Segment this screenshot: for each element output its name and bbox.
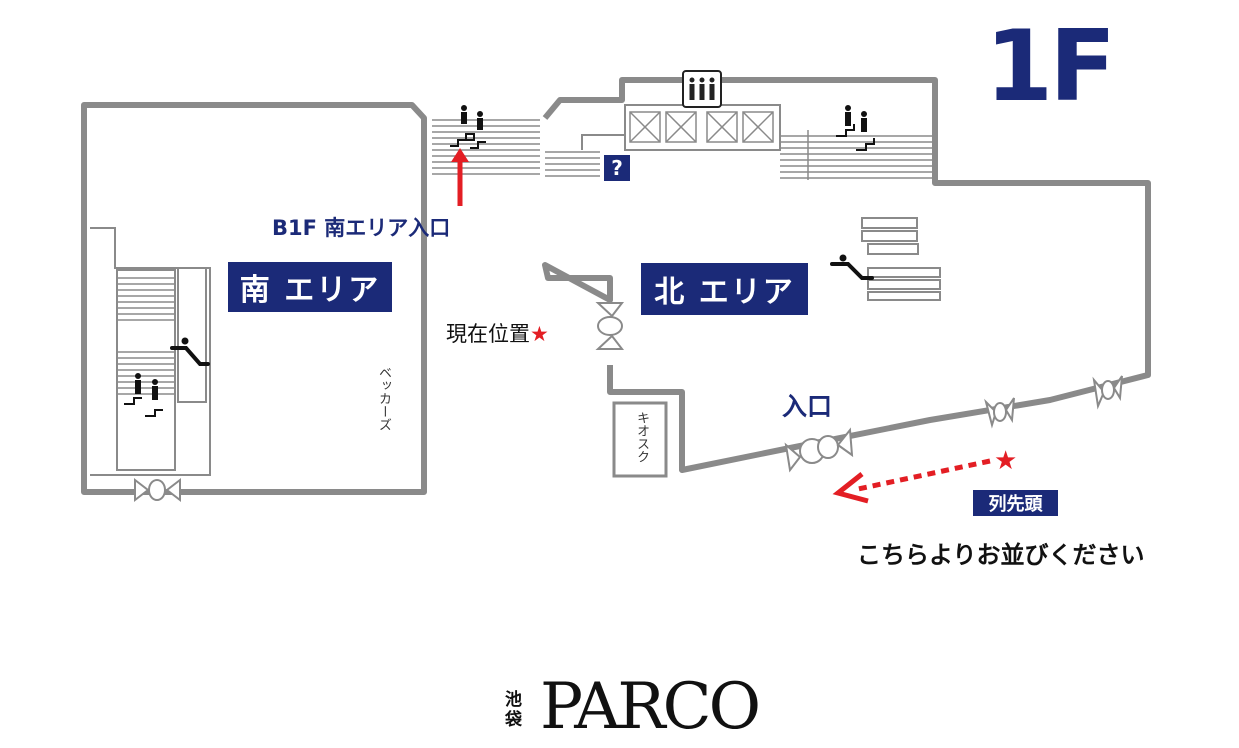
door-current xyxy=(595,302,625,350)
north-stairs-left xyxy=(545,151,600,177)
entrance-label: 入口 xyxy=(782,392,833,421)
kiosk-label: キオスク xyxy=(634,411,649,463)
b1f-arrow-icon xyxy=(451,148,469,206)
escalator-icon-north xyxy=(830,254,874,280)
south-area-outline xyxy=(81,102,427,495)
b1f-entrance-label: B1F 南エリア入口 xyxy=(272,216,451,240)
kiosk-box xyxy=(612,401,668,478)
queue-head-label: 列先頭 xyxy=(973,490,1058,516)
escalator-icon-south xyxy=(170,337,210,366)
logo-store-name: 池袋 xyxy=(505,690,522,730)
door-east-2 xyxy=(1092,375,1123,410)
door-east-1 xyxy=(984,397,1015,429)
floor-label: 1F xyxy=(985,10,1116,124)
north-area-label: 北 エリア xyxy=(641,263,808,315)
stairs-icon-north xyxy=(836,105,875,151)
connector-stairs xyxy=(432,119,540,175)
beckers-label: ベッカーズ xyxy=(376,366,391,431)
queue-star-icon: ★ xyxy=(994,446,1018,476)
info-icon xyxy=(604,155,630,181)
north-stairs-right xyxy=(780,130,932,180)
logo-brand: PARCO xyxy=(540,670,761,744)
south-stair-lines xyxy=(117,277,175,395)
stairs-icon-connector xyxy=(450,105,486,149)
south-stair-block xyxy=(90,227,211,476)
current-location-text: 現在位置 xyxy=(446,322,530,346)
south-area-label: 南 エリア xyxy=(228,262,392,312)
stairs-icon-south xyxy=(124,373,163,417)
queue-arrow-icon xyxy=(832,458,991,504)
elevator-cars xyxy=(629,111,774,143)
current-location-label: 現在位置★ xyxy=(446,318,549,348)
north-area-outline xyxy=(542,77,1151,473)
north-escalator-frames xyxy=(861,217,941,301)
door-south-bottom xyxy=(134,477,181,503)
elevator-icon xyxy=(682,70,722,108)
queue-instruction: こちらよりお並びください xyxy=(857,541,1145,569)
info-symbol: ? xyxy=(611,156,623,180)
current-location-star-icon: ★ xyxy=(530,322,549,346)
door-main-entrance xyxy=(784,427,854,473)
